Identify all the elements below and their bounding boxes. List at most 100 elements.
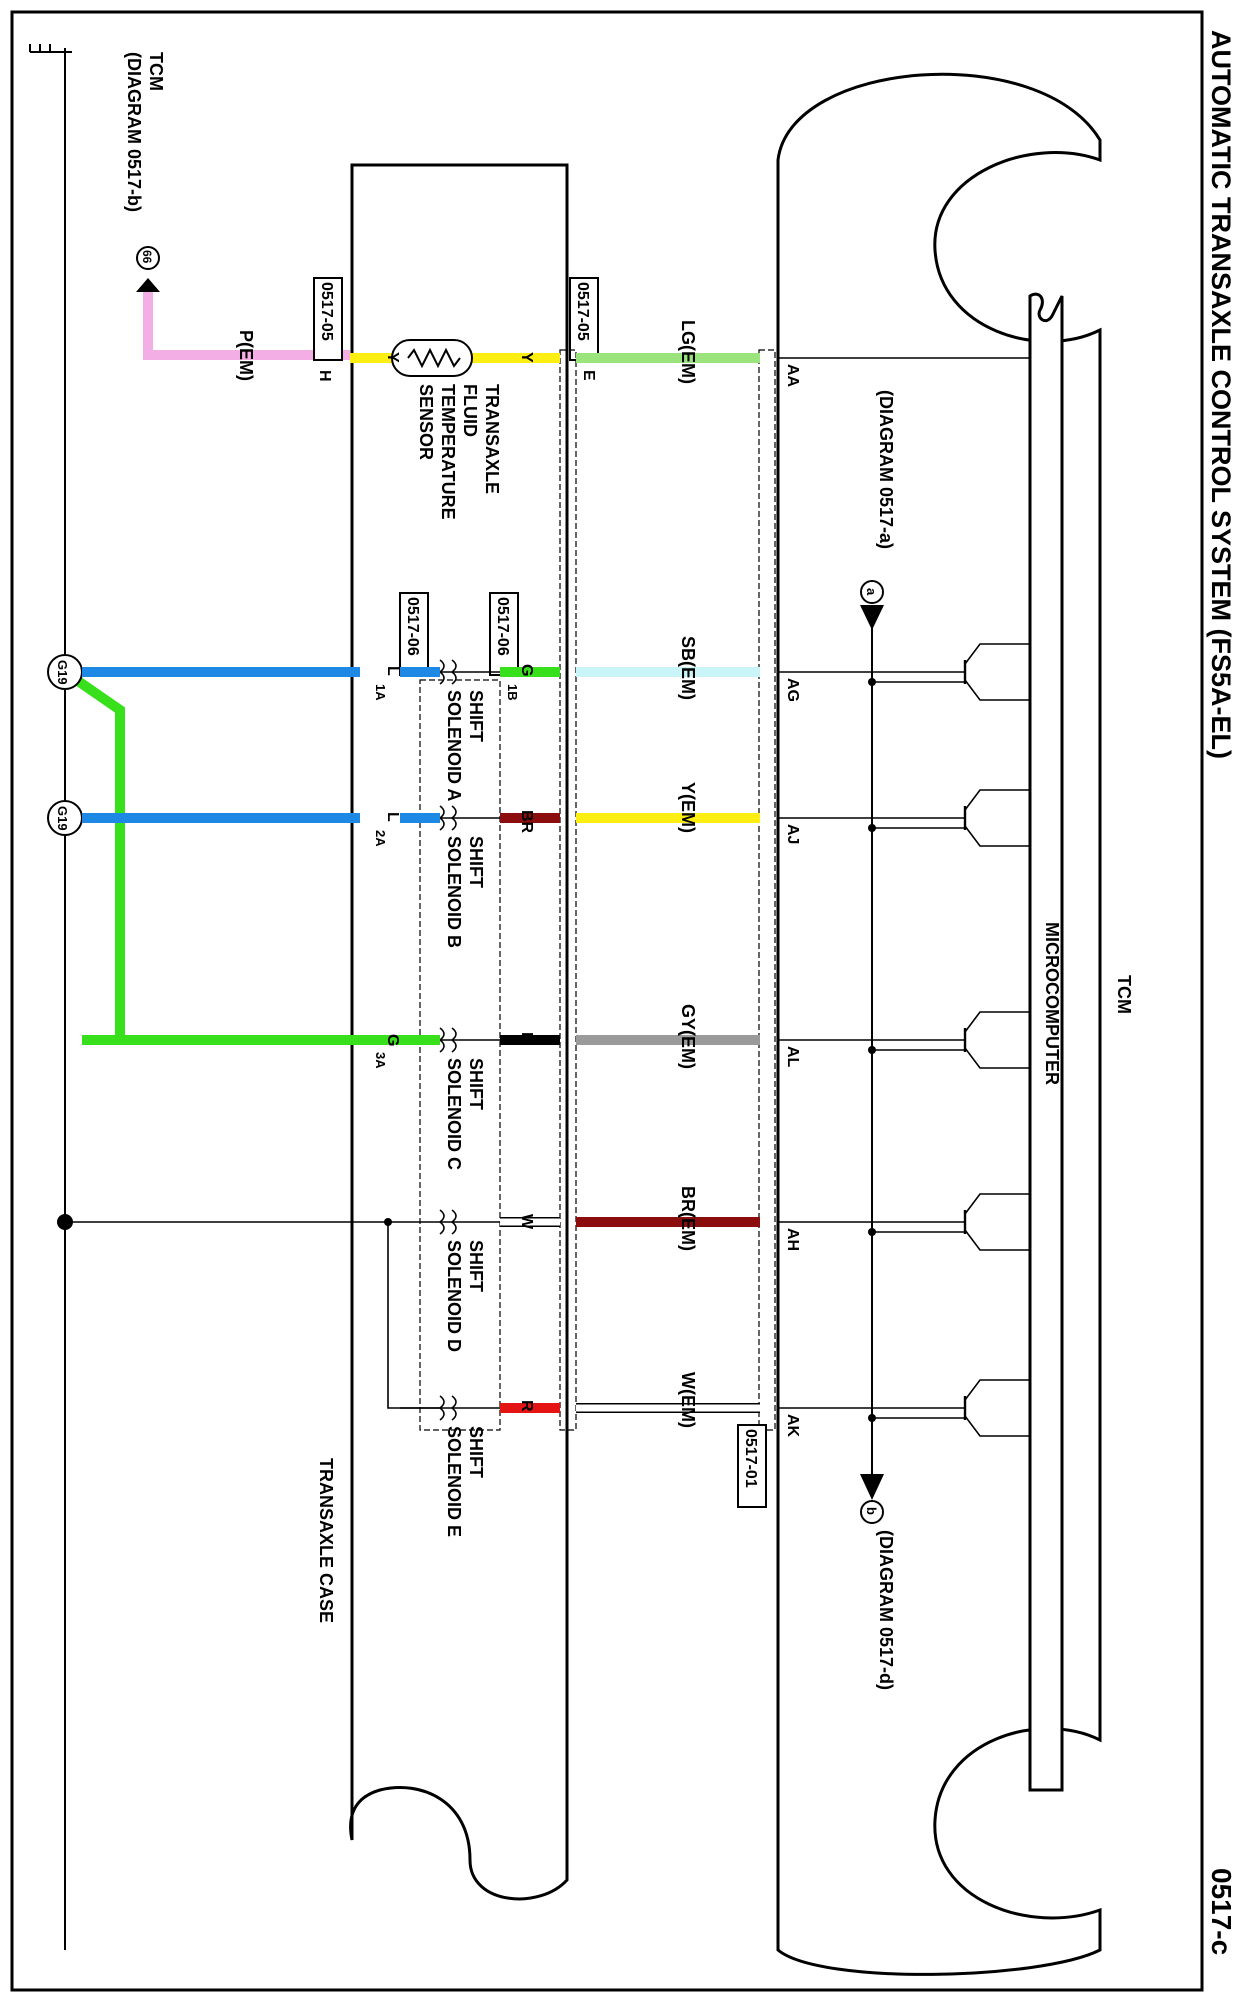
solenoid-name-line1: SHIFT [466, 836, 486, 888]
svg-text:TRANSAXLE: TRANSAXLE [482, 384, 502, 494]
ref-a-text: (DIAGRAM 0517-a) [876, 390, 896, 549]
transistor-emitter [964, 1415, 1030, 1437]
tcm-ref-pin: 66 [140, 250, 154, 264]
solenoid-name-line1: SHIFT [466, 690, 486, 742]
solenoid-pin-number-left: 1A [373, 684, 388, 701]
sensor-pin-left: Y [384, 352, 401, 363]
ground-junction-small [384, 1218, 392, 1226]
solenoid-inner-left-code: L [384, 666, 401, 676]
solenoid-wire-label: SB(EM) [678, 636, 698, 700]
solenoid-inner-right-code: BR [518, 810, 535, 834]
connector-0517-01: 0517-01 [737, 1424, 767, 1508]
solenoid-wire-label: Y(EM) [678, 782, 698, 833]
ref-a-circle [860, 580, 884, 604]
ref-a-arrow [860, 605, 884, 630]
solenoid-tcm-pin: AL [784, 1046, 801, 1068]
transistor-collector [964, 1193, 1030, 1215]
bus-junction [868, 824, 876, 832]
sensor-name: TRANSAXLE FLUID TEMPERATURE SENSOR [416, 384, 502, 520]
page-frame [10, 10, 1204, 1992]
harness-dashed-right [559, 349, 577, 1431]
svg-text:0517-05: 0517-05 [574, 282, 591, 341]
tcm-label: TCM [1114, 975, 1134, 1014]
svg-text:0517-06: 0517-06 [404, 597, 421, 656]
svg-text:0517-01: 0517-01 [742, 1429, 759, 1488]
microcomputer-label: MICROCOMPUTER [1042, 922, 1062, 1085]
solenoid-tcm-pin: AH [784, 1228, 801, 1251]
ground-symbol [29, 44, 72, 53]
solenoid-tcm-pin: AJ [784, 824, 801, 844]
transistor-emitter [964, 1229, 1030, 1251]
solenoid-name-line2: SOLENOID A [444, 690, 464, 801]
solenoid-inner-left-code: L [384, 812, 401, 822]
microcomputer-box [1028, 292, 1064, 1792]
tcm-ref-arrow [136, 278, 160, 292]
solenoid-name-line1: SHIFT [466, 1058, 486, 1110]
solenoid-wire-label: BR(EM) [678, 1186, 698, 1251]
ref-a-letter: a [864, 588, 879, 596]
ref-b-text: (DIAGRAM 0517-d) [876, 1530, 896, 1690]
solenoid-row-1 [82, 643, 1030, 701]
harness-dashed-left [419, 679, 501, 1431]
ground-g19-top: G19 [47, 654, 83, 690]
transistor-emitter [964, 1047, 1030, 1069]
connector-0517-06-left: 0517-06 [399, 592, 429, 676]
wire-p-em-label: P(EM) [236, 330, 256, 381]
solenoid-name-line2: SOLENOID E [444, 1426, 464, 1537]
solenoid-name-line1: SHIFT [466, 1426, 486, 1478]
connector-0517-06-right: 0517-06 [489, 592, 519, 676]
solenoid-name-line2: SOLENOID B [444, 836, 464, 948]
solenoid-name-line2: SOLENOID C [444, 1058, 464, 1170]
ground-g19-bottom: G19 [47, 800, 83, 836]
solenoid-name-line2: SOLENOID D [444, 1240, 464, 1352]
transistor-collector [964, 1011, 1030, 1033]
page-number: 0517-c [1206, 1868, 1237, 1955]
transistor-collector [964, 643, 1030, 665]
connector-0517-05-left: 0517-05 [313, 277, 343, 361]
bus-junction [868, 678, 876, 686]
svg-text:FLUID: FLUID [460, 384, 480, 437]
svg-text:0517-05: 0517-05 [318, 282, 335, 341]
sensor-wire-right-label: LG(EM) [678, 320, 698, 384]
svg-text:G19: G19 [55, 660, 70, 685]
svg-text:G19: G19 [55, 806, 70, 831]
solenoid-row-3 [82, 1011, 1030, 1069]
svg-text:TEMPERATURE: TEMPERATURE [438, 384, 458, 520]
solenoid-wire-label: GY(EM) [678, 1004, 698, 1069]
sensor-tcm-pin: AA [784, 364, 801, 388]
sensor-pin-right: Y [518, 352, 535, 363]
bus-junction [868, 1046, 876, 1054]
svg-text:0517-06: 0517-06 [494, 597, 511, 656]
solenoid-inner-right-code: G [518, 664, 535, 676]
bus-junction [868, 1228, 876, 1236]
tcm-outline [776, 72, 1102, 1976]
solenoid-row-4 [400, 1193, 1030, 1251]
solenoid-inner-right-code: R [518, 1400, 535, 1412]
solenoid-inner-right-code: B [518, 1032, 535, 1044]
solenoid-pin-number-left: 2A [373, 830, 388, 847]
transaxle-case-label: TRANSAXLE CASE [316, 1458, 336, 1623]
ref-b-letter: b [864, 1507, 879, 1515]
transistor-collector [964, 1379, 1030, 1401]
solenoid-inner-right-code: W [518, 1214, 535, 1230]
transistor-emitter [964, 825, 1030, 847]
svg-text:SENSOR: SENSOR [416, 384, 436, 460]
solenoid-row-5 [400, 1379, 1030, 1437]
bus-junction [868, 1414, 876, 1422]
solenoid-inner-left-code: G [384, 1034, 401, 1046]
solenoid-name-line1: SHIFT [466, 1240, 486, 1292]
solenoid-tcm-pin: AG [784, 678, 801, 702]
sensor-outer-pin-right: E [580, 370, 597, 381]
sensor-outer-pin-left: H [316, 370, 333, 382]
harness-dashed-tcm [758, 349, 776, 1431]
solenoid-row-2 [82, 789, 1030, 847]
ground-jumper-green [62, 667, 400, 1045]
sensor-row [350, 339, 1030, 377]
solenoid-pin-number-left: 3A [373, 1052, 388, 1069]
ref-b-circle [860, 1500, 884, 1524]
solenoid-wire-label: W(EM) [678, 1372, 698, 1428]
tcm-ref-diagram: (DIAGRAM 0517-b) [124, 52, 144, 212]
tcm-ref-title: TCM [146, 52, 166, 91]
